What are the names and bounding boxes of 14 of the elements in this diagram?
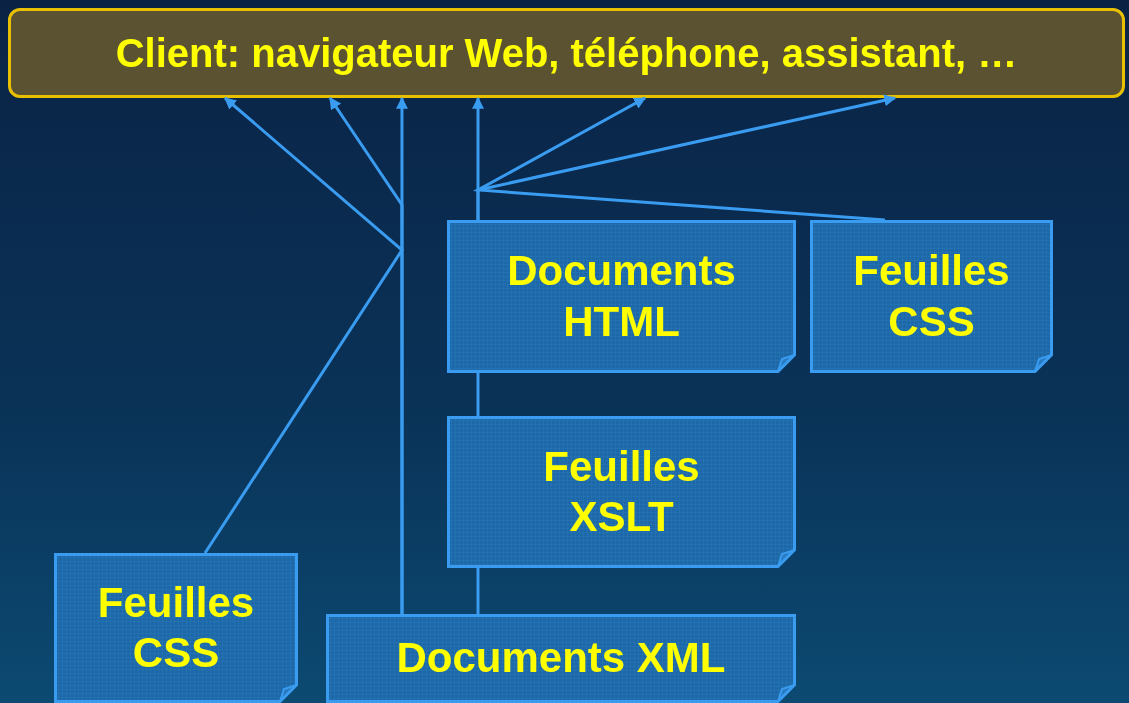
box-label: Feuilles CSS [853, 246, 1010, 347]
box-label: Documents XML [396, 633, 726, 684]
box-label: Feuilles XSLT [543, 441, 700, 542]
document-box [54, 553, 298, 703]
client-banner [8, 8, 1125, 98]
document-box [447, 220, 796, 373]
arrow [328, 97, 404, 614]
box-label: Client: navigateur Web, téléphone, assistant, … [115, 30, 1018, 77]
arrow [203, 96, 404, 554]
document-box [810, 220, 1053, 373]
box-label: Documents HTML [507, 246, 736, 347]
document-box [326, 614, 796, 703]
box-label: Feuilles CSS [97, 577, 255, 678]
document-box [447, 416, 796, 568]
